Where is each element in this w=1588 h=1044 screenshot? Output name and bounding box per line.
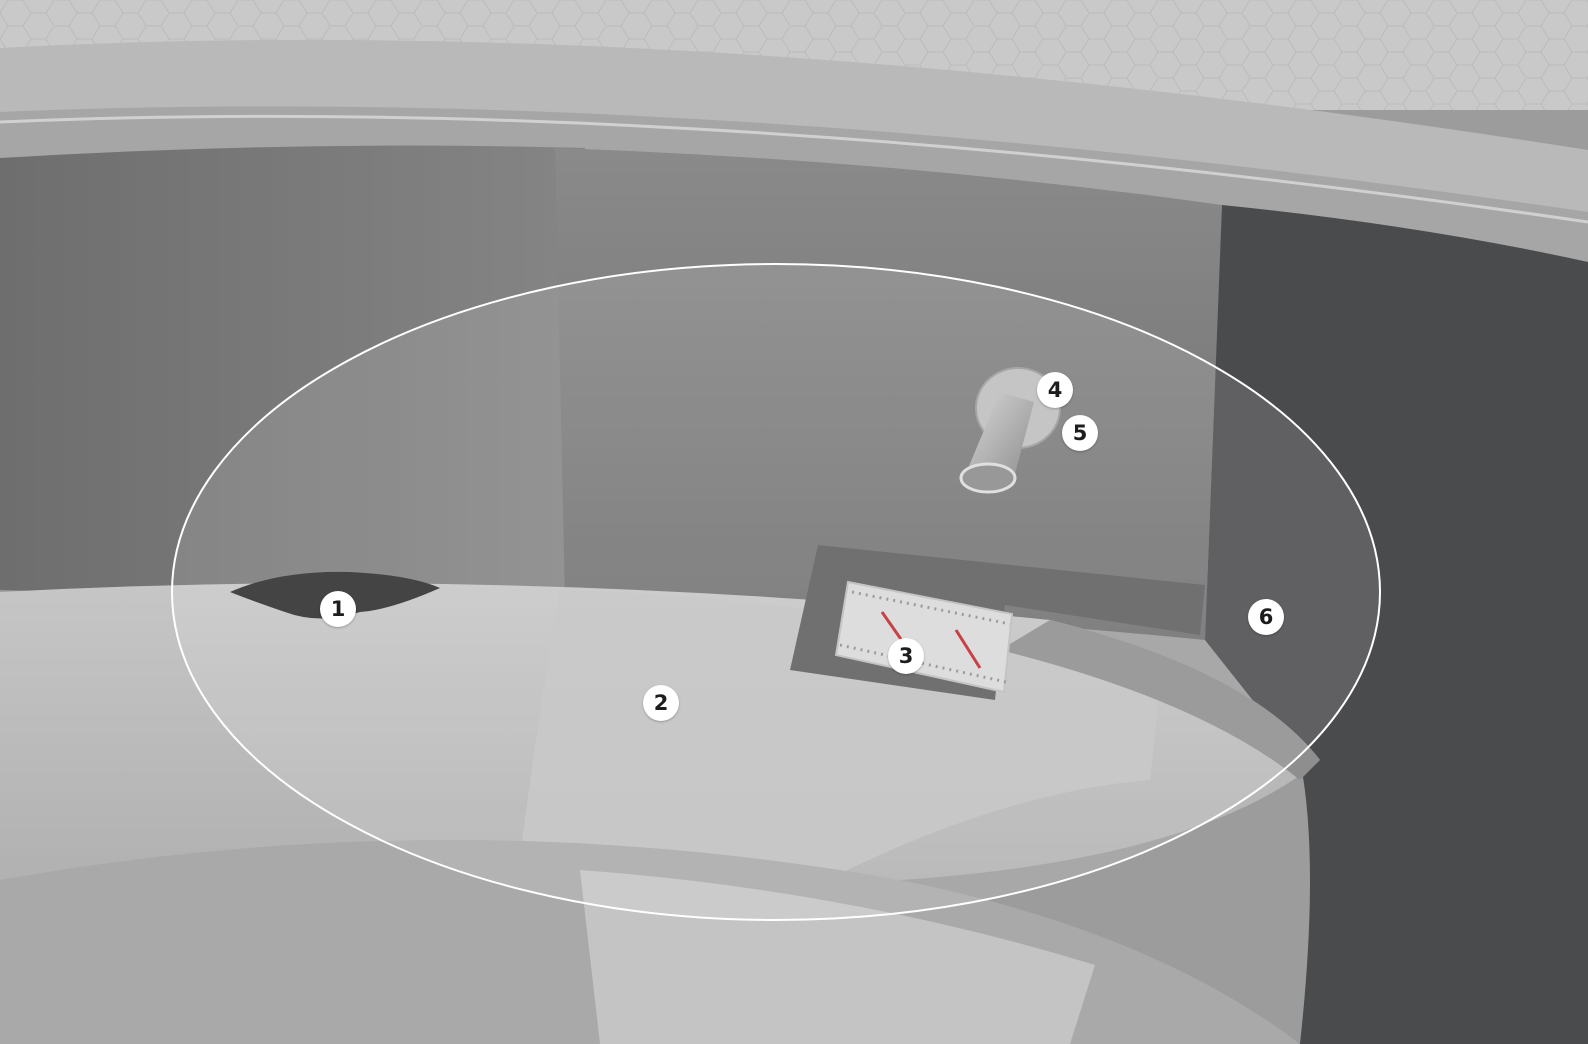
callout-3: 3 xyxy=(888,638,924,674)
callout-6: 6 xyxy=(1248,599,1284,635)
callout-2: 2 xyxy=(643,685,679,721)
callout-1: 1 xyxy=(320,591,356,627)
callout-5: 5 xyxy=(1062,415,1098,451)
highlight-brightening xyxy=(172,264,1380,920)
callout-4: 4 xyxy=(1037,372,1073,408)
